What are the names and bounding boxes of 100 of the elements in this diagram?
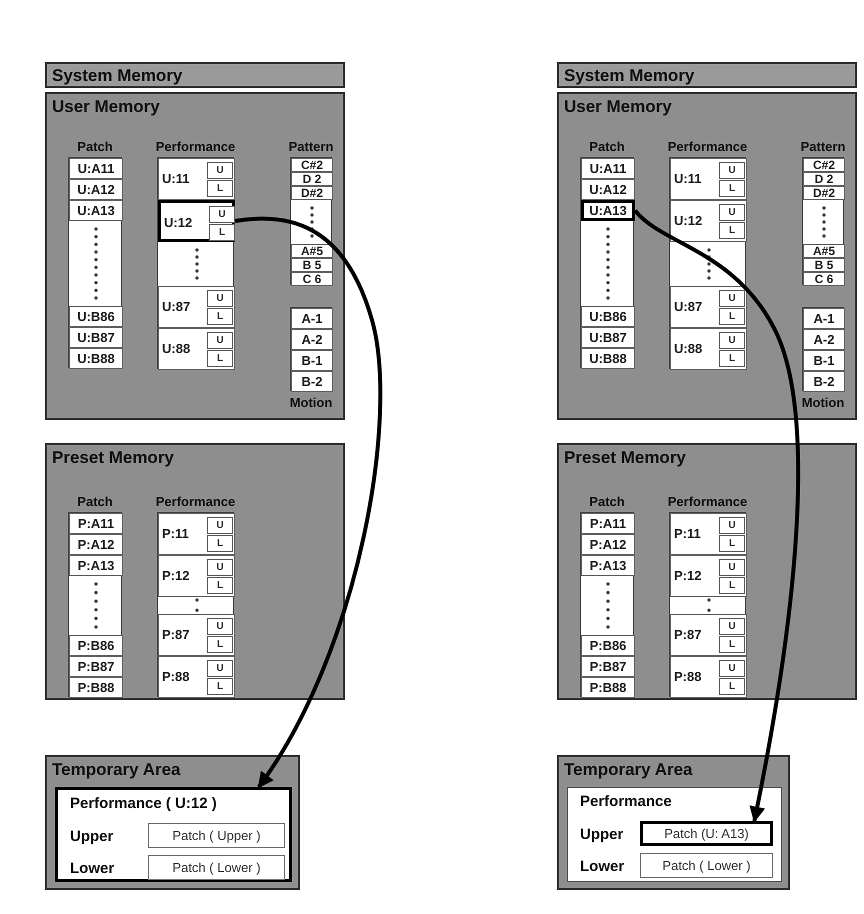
box-heading: Performance — [580, 793, 672, 810]
memory-slot — [69, 677, 123, 698]
header-bar — [45, 62, 345, 88]
patch-slot — [148, 823, 285, 848]
part-label: L — [216, 311, 224, 322]
slot-label: A-2 — [814, 332, 834, 347]
slot-label: U:B86 — [77, 309, 115, 324]
part-label: U — [218, 209, 226, 220]
patch-slot — [148, 855, 285, 880]
part-slot — [207, 517, 233, 534]
section-title: Preset Memory — [564, 448, 686, 468]
memory-slot — [581, 158, 635, 179]
slot-label: U:88 — [162, 341, 190, 356]
slot-label: U:B88 — [77, 351, 115, 366]
memory-panel — [45, 92, 345, 420]
part-slot — [207, 636, 233, 653]
performance-slot — [158, 513, 235, 555]
memory-slot — [291, 308, 333, 329]
part-label: U — [728, 621, 736, 632]
performance-slot — [158, 328, 235, 370]
memory-slot — [69, 656, 123, 677]
part-label: U — [216, 562, 224, 573]
column-heading: Patch — [76, 139, 114, 154]
memory-slot — [291, 172, 333, 186]
row-label: Lower — [580, 858, 624, 875]
memory-slot — [291, 371, 333, 392]
part-slot — [207, 162, 233, 179]
performance-slot — [670, 513, 747, 555]
row-label: Upper — [70, 828, 114, 845]
performance-slot — [158, 656, 235, 698]
slot-label: P:12 — [162, 568, 190, 583]
memory-panel — [557, 755, 790, 890]
memory-slot — [69, 348, 123, 369]
slot-label: Patch ( Lower ) — [172, 860, 261, 875]
memory-slot — [291, 258, 333, 272]
part-slot — [719, 332, 745, 349]
memory-slot — [291, 244, 333, 258]
memory-slot — [803, 158, 845, 172]
part-label: L — [216, 681, 224, 692]
part-label: L — [728, 353, 736, 364]
part-label: U — [728, 165, 736, 176]
section-title: Preset Memory — [52, 448, 174, 468]
memory-panel — [45, 755, 300, 890]
section-title: System Memory — [52, 66, 182, 86]
memory-slot — [581, 677, 635, 698]
part-label: U — [728, 207, 736, 218]
memory-slot — [803, 272, 845, 286]
slot-label: C 6 — [302, 272, 322, 286]
slot-label: P:B86 — [590, 638, 626, 653]
performance-slot — [158, 555, 235, 597]
part-slot — [719, 350, 745, 367]
memory-slot — [69, 179, 123, 200]
memory-slot — [69, 534, 123, 555]
part-label: U — [216, 293, 224, 304]
part-label: L — [728, 639, 736, 650]
slot-label: U:12 — [164, 215, 192, 230]
row-label: Upper — [580, 826, 624, 843]
slot-label: P:B86 — [78, 638, 114, 653]
column-heading: Performance — [666, 139, 748, 154]
memory-panel — [45, 443, 345, 700]
memory-slot — [803, 172, 845, 186]
slot-label: Patch ( Upper ) — [172, 828, 261, 843]
memory-slot — [581, 327, 635, 348]
slot-label: P:A12 — [78, 537, 114, 552]
slot-label: U:11 — [162, 171, 190, 186]
memory-slot — [69, 555, 123, 576]
slot-label: D#2 — [812, 186, 835, 200]
performance-slot — [670, 200, 747, 242]
slot-label: A#5 — [300, 244, 323, 258]
part-slot — [719, 660, 745, 677]
memory-panel — [557, 92, 857, 420]
part-label: U — [728, 335, 736, 346]
slot-label: P:B88 — [78, 680, 114, 695]
slot-label: A-2 — [302, 332, 322, 347]
slot-label: P:B87 — [590, 659, 626, 674]
slot-label: P:B87 — [78, 659, 114, 674]
curved-arrow — [634, 209, 800, 823]
slot-label: B-1 — [302, 353, 322, 368]
slot-label: U:87 — [162, 299, 190, 314]
part-slot — [719, 618, 745, 635]
part-slot — [207, 332, 233, 349]
part-slot — [719, 162, 745, 179]
slot-label: U:88 — [674, 341, 702, 356]
slot-label: U:A11 — [78, 161, 114, 176]
slot-label: P:87 — [674, 627, 702, 642]
part-slot — [207, 660, 233, 677]
part-label: L — [728, 580, 736, 591]
memory-slot — [803, 186, 845, 200]
part-slot — [719, 290, 745, 307]
slot-label: B-2 — [814, 374, 834, 389]
part-slot — [207, 618, 233, 635]
memory-slot — [581, 179, 635, 200]
section-title: Temporary Area — [564, 760, 692, 780]
part-slot — [719, 678, 745, 695]
part-slot — [719, 222, 745, 239]
slot-label: P:A11 — [590, 516, 626, 531]
slot-label: D#2 — [300, 186, 323, 200]
performance-slot — [158, 286, 235, 328]
memory-slot — [803, 244, 845, 258]
box-heading: Performance ( U:12 ) — [70, 795, 217, 812]
